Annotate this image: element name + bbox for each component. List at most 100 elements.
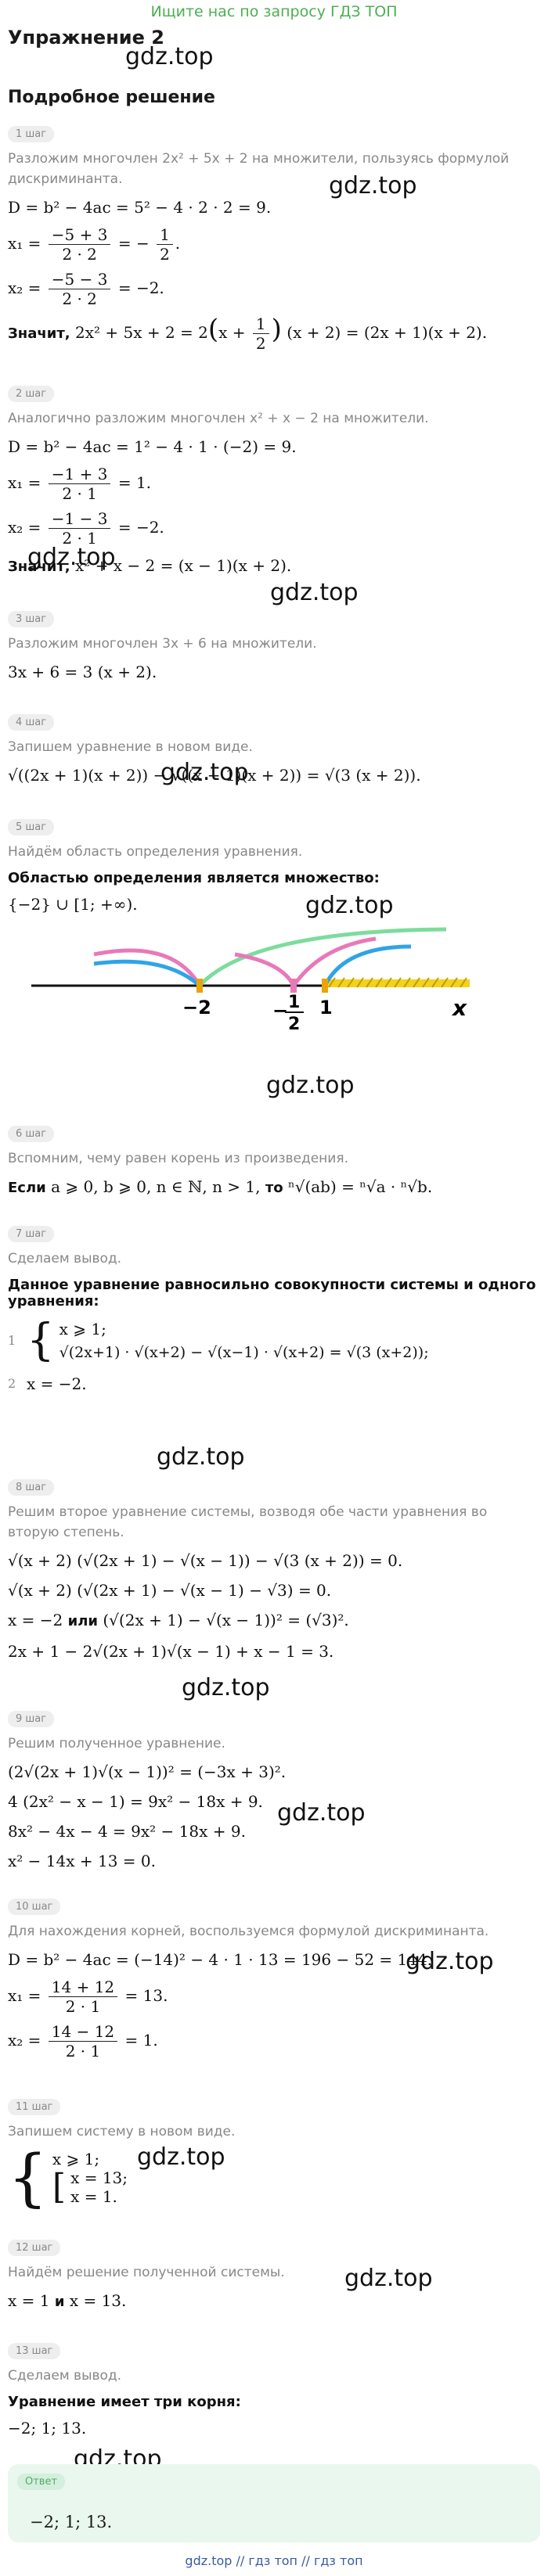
watermark: gdz.top bbox=[157, 1443, 245, 1471]
step-chip: 2 шаг bbox=[8, 386, 55, 402]
answer-box: Ответ −2; 1; 13. bbox=[8, 2464, 540, 2542]
step-13: 13 шаг Сделаем вывод. Уравнение имеет тр… bbox=[8, 2342, 540, 2440]
step-intro: Решим полученное уравнение. bbox=[8, 1736, 225, 1751]
step-intro: Запишем уравнение в новом виде. bbox=[8, 739, 253, 755]
step-intro: Сделаем вывод. bbox=[8, 1251, 122, 1266]
step-chip: 6 шаг bbox=[8, 1126, 55, 1142]
watermark: gdz.top bbox=[406, 1948, 494, 1975]
point-1 bbox=[322, 979, 328, 993]
page-title: Упражнение 2 bbox=[8, 27, 164, 49]
math-line: 3x + 6 = 3 (x + 2). bbox=[8, 663, 157, 681]
footer-links[interactable]: gdz.top // гдз топ // гдз топ bbox=[185, 2553, 363, 2568]
step-3: 3 шаг Разложим многочлен 3x + 6 на множи… bbox=[8, 610, 540, 684]
math-line: √(x + 2) (√(2x + 1) − √(x − 1)) − √(3 (x… bbox=[8, 1551, 403, 1570]
step-6: 6 шаг Вспомним, чему равен корень из про… bbox=[8, 1125, 540, 1200]
tick-label-half-den: 2 bbox=[288, 1015, 300, 1034]
step-chip: 1 шаг bbox=[8, 126, 55, 142]
watermark: gdz.top bbox=[270, 579, 359, 606]
point-minus-2 bbox=[196, 979, 203, 993]
pink-arc-left bbox=[93, 948, 202, 987]
roots-line: −2; 1; 13. bbox=[8, 2419, 87, 2438]
step-7: 7 шаг Сделаем вывод. Данное уравнение ра… bbox=[8, 1225, 540, 1396]
math-line: √(x + 2) (√(2x + 1) − √(x − 1) − √3) = 0… bbox=[8, 1581, 332, 1600]
step-intro: Решим второе уравнение системы, возводя … bbox=[8, 1504, 488, 1540]
step-chip: 10 шаг bbox=[8, 1899, 61, 1915]
answer-chip: Ответ bbox=[17, 2474, 66, 2490]
watermark: gdz.top bbox=[266, 1072, 355, 1099]
step-chip: 13 шаг bbox=[8, 2343, 61, 2359]
math-line: 2x + 1 − 2√(2x + 1)√(x − 1) + x − 1 = 3. bbox=[8, 1642, 334, 1661]
math-line: 8x² − 4x − 4 = 9x² − 18x + 9. bbox=[8, 1822, 246, 1841]
watermark: gdz.top bbox=[27, 544, 116, 571]
factorization-line: Значит, x² + x − 2 = (x − 1)(x + 2). bbox=[8, 556, 292, 575]
answer-value: −2; 1; 13. bbox=[30, 2513, 113, 2531]
step-chip: 9 шаг bbox=[8, 1711, 55, 1727]
roots-caption: Уравнение имеет три корня: bbox=[8, 2394, 241, 2410]
axis-variable-label: x bbox=[451, 995, 467, 1021]
tick-label-1: 1 bbox=[319, 997, 333, 1019]
system-block: { x ⩾ 1; [ x = 13;x = 1. bbox=[8, 2141, 128, 2214]
step-8: 8 шаг Решим второе уравнение системы, во… bbox=[8, 1478, 540, 1663]
discriminant-line: D = b² − 4ac = 1² − 4 · 1 · (−2) = 9. bbox=[8, 437, 297, 456]
math-line: 4 (2x² − x − 1) = 9x² − 18x + 9. bbox=[8, 1792, 263, 1811]
watermark: gdz.top bbox=[160, 759, 249, 786]
step-intro: Найдём область определения уравнения. bbox=[8, 844, 303, 860]
point-minus-half bbox=[290, 979, 297, 993]
discriminant-line: D = b² − 4ac = (−14)² − 4 · 1 · 13 = 196… bbox=[8, 1950, 433, 1969]
math-line: x = 1 и x = 13. bbox=[8, 2291, 127, 2310]
domain-set: {−2} ∪ [1; +∞). bbox=[8, 895, 138, 914]
watermark: gdz.top bbox=[329, 172, 417, 199]
domain-caption: Областью определения является множество: bbox=[8, 870, 380, 886]
green-arc bbox=[198, 927, 447, 987]
step-intro: Найдём решение полученной системы. bbox=[8, 2265, 285, 2280]
step-chip: 12 шаг bbox=[8, 2240, 61, 2256]
system-2: 2 x = −2. bbox=[8, 1374, 87, 1393]
watermark: gdz.top bbox=[277, 1799, 366, 1827]
step-5: 5 шаг Найдём область определения уравнен… bbox=[8, 818, 540, 916]
tick-label-minus-sign: − bbox=[272, 1000, 288, 1022]
step-intro: Разложим многочлен 3x + 6 на множители. bbox=[8, 636, 317, 652]
pink-arc-right bbox=[291, 936, 377, 987]
step-11: 11 шаг Запишем систему в новом виде. { x… bbox=[8, 2098, 540, 2209]
tick-label-minus-2: −2 bbox=[182, 997, 211, 1019]
discriminant-line: D = b² − 4ac = 5² − 4 · 2 · 2 = 9. bbox=[8, 198, 272, 217]
step-intro: Для нахождения корней, воспользуемся фор… bbox=[8, 1924, 489, 1939]
step-chip: 3 шаг bbox=[8, 611, 55, 627]
watermark: gdz.top bbox=[137, 2143, 225, 2171]
step-chip: 8 шаг bbox=[8, 1479, 55, 1496]
solution-heading: Подробное решение bbox=[8, 88, 215, 107]
step-chip: 4 шаг bbox=[8, 714, 55, 731]
math-line: (2√(2x + 1)√(x − 1))² = (−3x + 3)². bbox=[8, 1762, 287, 1781]
watermark: gdz.top bbox=[344, 2265, 433, 2292]
number-line-diagram: −2 − 1 2 1 x bbox=[31, 927, 470, 1034]
step-chip: 11 шаг bbox=[8, 2099, 61, 2115]
step-chip: 5 шаг bbox=[8, 819, 55, 835]
step-intro: Сделаем вывод. bbox=[8, 2368, 122, 2384]
tick-label-half-num: 1 bbox=[288, 993, 300, 1012]
step-4: 4 шаг Запишем уравнение в новом виде. √(… bbox=[8, 713, 540, 787]
blue-arc-right bbox=[323, 944, 412, 987]
root-rule: Если a ⩾ 0, b ⩾ 0, n ∈ ℕ, n > 1, то ⁿ√(a… bbox=[8, 1177, 433, 1196]
blue-arc-left bbox=[93, 959, 201, 987]
top-banner[interactable]: Ищите нас по запросу ГДЗ ТОП bbox=[150, 3, 398, 20]
math-line: x = −2 или (√(2x + 1) − √(x − 1))² = (√3… bbox=[8, 1611, 349, 1629]
step-chip: 7 шаг bbox=[8, 1226, 55, 1242]
step-9: 9 шаг Решим полученное уравнение. (2√(2x… bbox=[8, 1710, 540, 1873]
step-intro: Запишем систему в новом виде. bbox=[8, 2124, 236, 2139]
step-12: 12 шаг Найдём решение полученной системы… bbox=[8, 2239, 540, 2314]
watermark: gdz.top bbox=[182, 1674, 270, 1701]
step-1: 1 шаг Разложим многочлен 2x² + 5x + 2 на… bbox=[8, 125, 540, 353]
step-intro: Разложим многочлен 2x² + 5x + 2 на множи… bbox=[8, 151, 510, 187]
step-2: 2 шаг Аналогично разложим многочлен x² +… bbox=[8, 385, 540, 579]
step-intro: Аналогично разложим многочлен x² + x − 2… bbox=[8, 411, 429, 426]
equivalence-caption: Данное уравнение равносильно совокупност… bbox=[8, 1277, 536, 1310]
step-intro: Вспомним, чему равен корень из произведе… bbox=[8, 1151, 348, 1166]
step-10: 10 шаг Для нахождения корней, воспользуе… bbox=[8, 1898, 540, 2060]
